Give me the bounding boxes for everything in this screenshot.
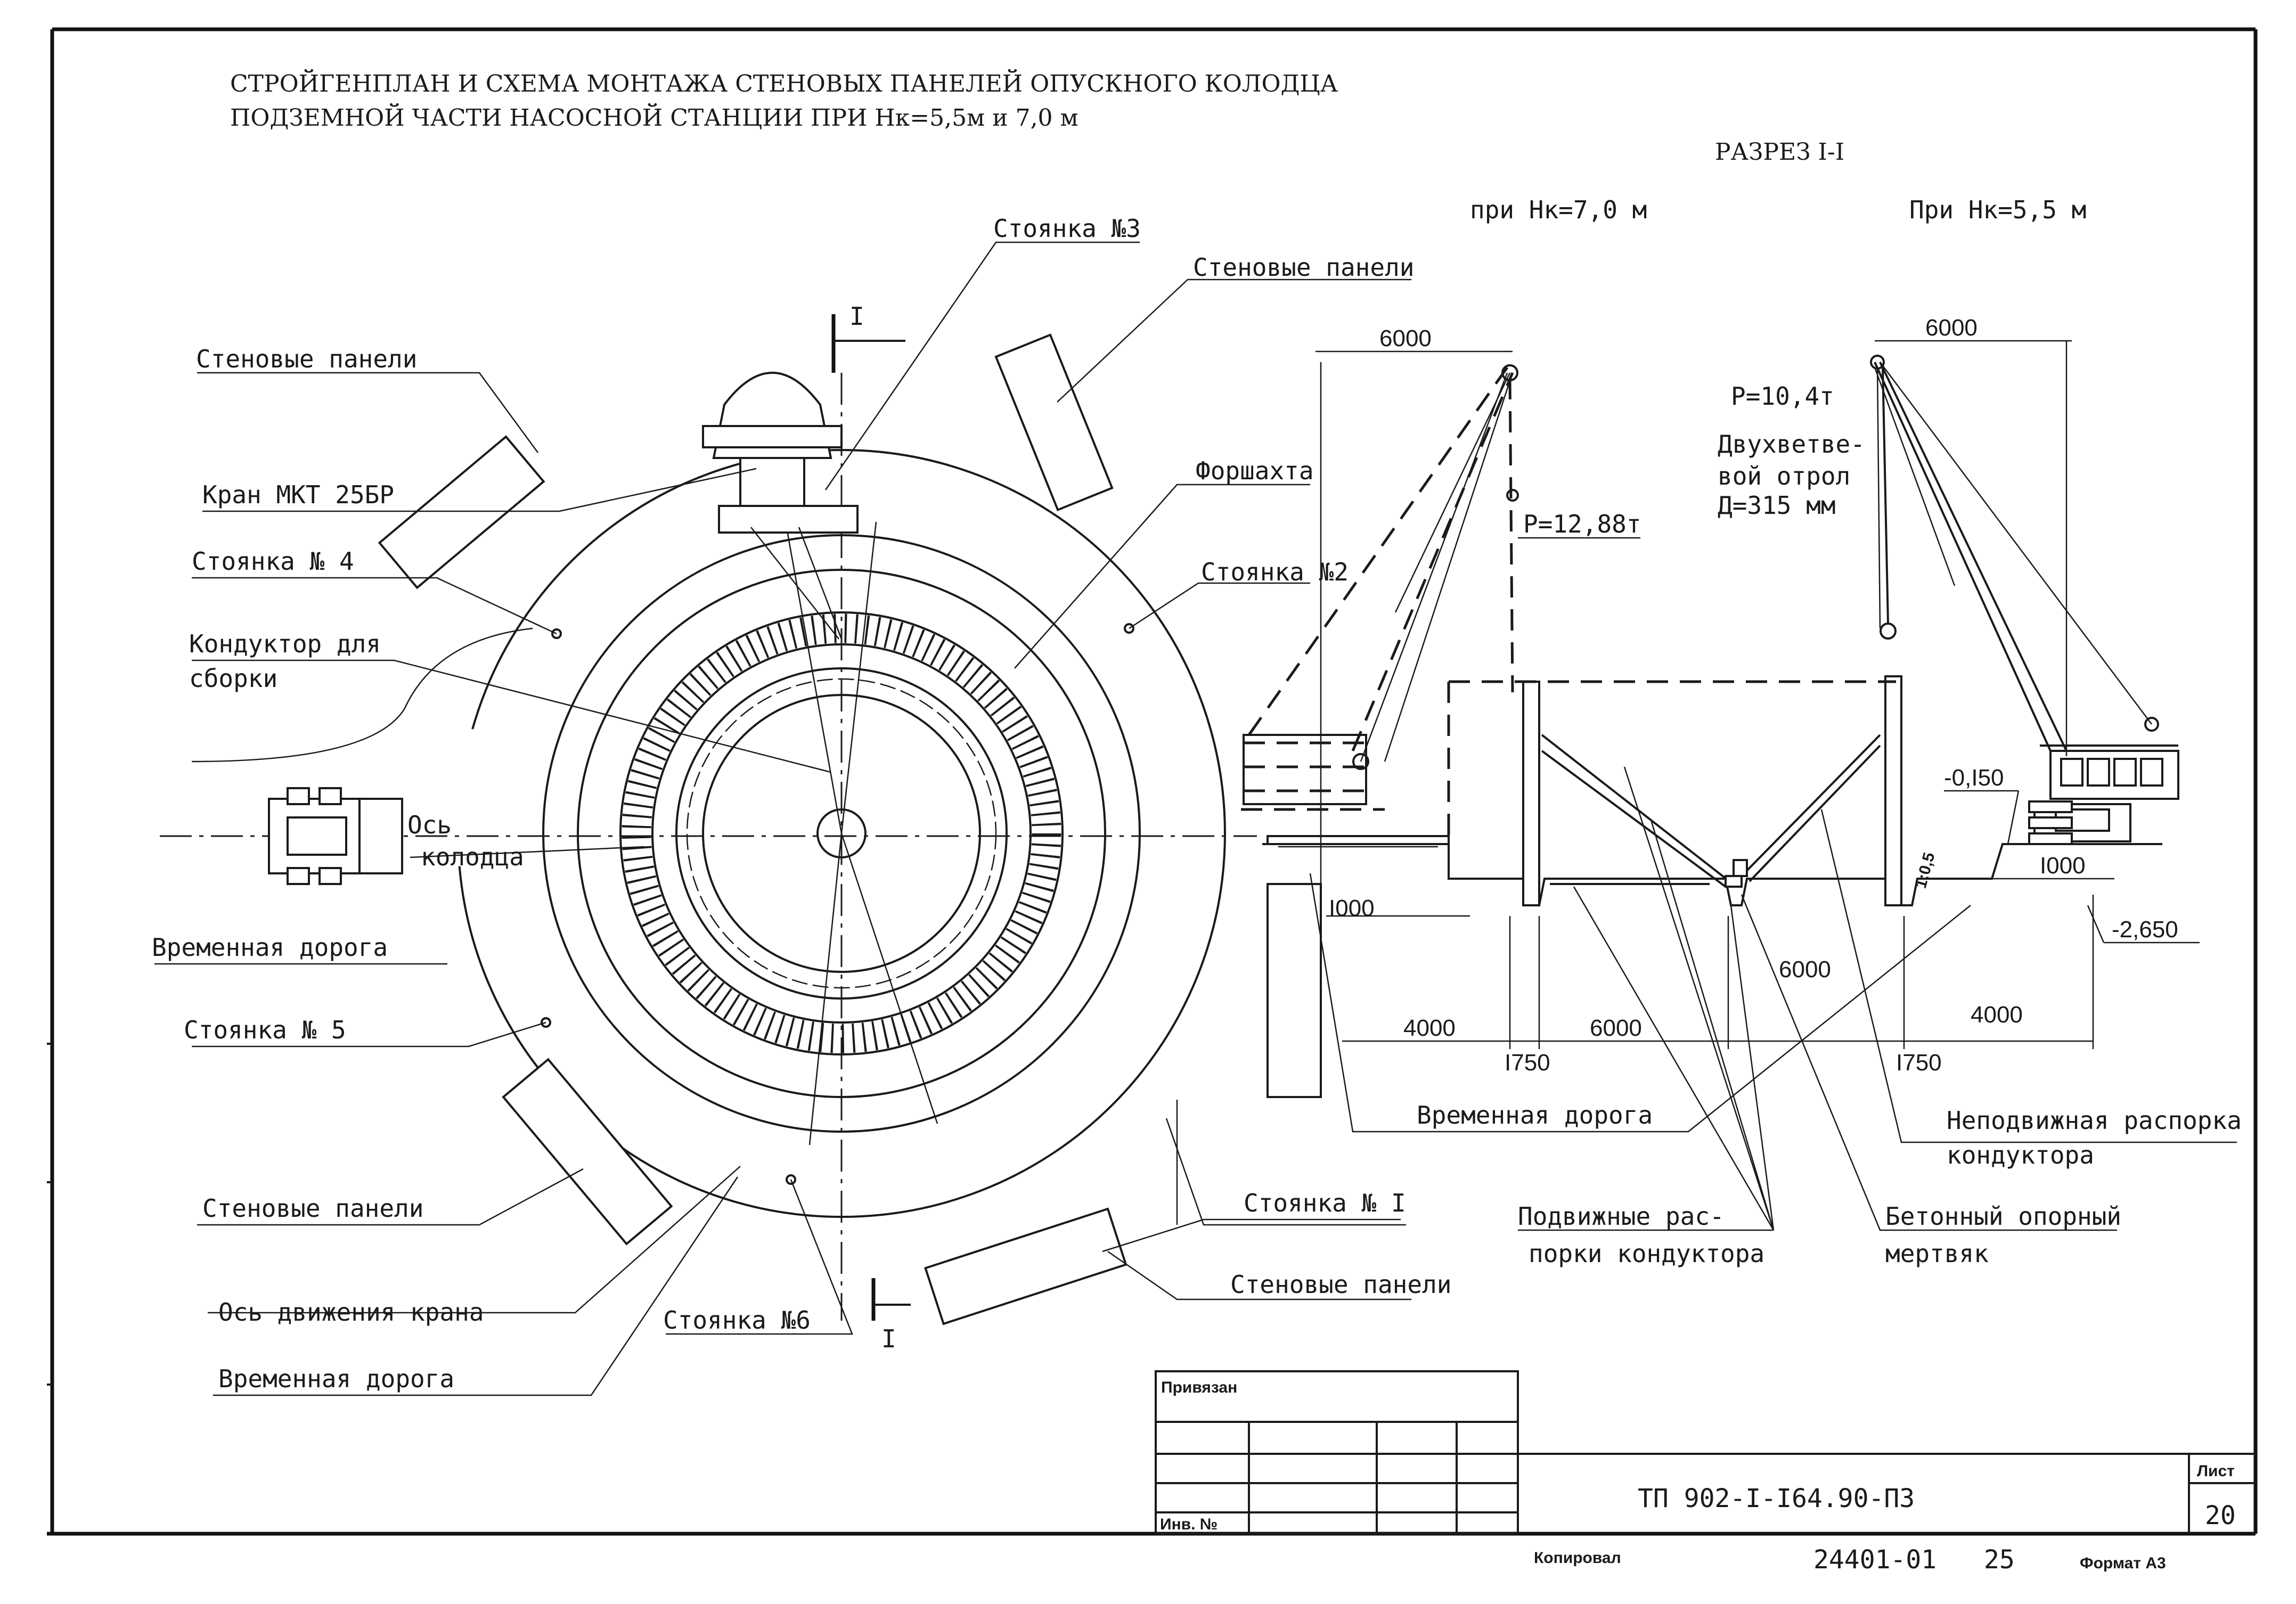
tb-archive-no: 24401-01 (1813, 1545, 1937, 1575)
section-view: РАЗРЕЗ I-I при Нк=7,0 м При Нк=5,5 м (1241, 138, 2242, 1268)
label-os-dvizheniya: Ось движения крана (218, 1298, 484, 1327)
label-os-kolodtsa-1: Ось (407, 811, 452, 839)
crane-mkt25br (702, 372, 859, 640)
section-crane-left (1241, 364, 1519, 845)
label-vremennaya-doroga-left: Временная дорога (152, 933, 388, 962)
label-forshakhta: Форшахта (1196, 456, 1314, 485)
dim-1000-left: I000 (1329, 895, 1375, 921)
label-betonny-1: Бетонный опорный (1885, 1202, 2121, 1231)
label-stoyanka6: Стоянка №6 (663, 1306, 811, 1335)
label-stoyanka1: Стоянка № I (1244, 1189, 1406, 1217)
label-vremennaya-doroga-section: Временная дорога (1417, 1101, 1653, 1130)
level-bottom: -2,650 (2112, 916, 2178, 943)
dim-6000-bottom: 6000 (1590, 1015, 1642, 1041)
label-podvizhnye-2: порки кондуктора (1529, 1239, 1764, 1268)
label-load-right: Р=10,4т (1731, 382, 1834, 411)
site-plan: I I Стоянка №3 Стеновые панели Стеновые … (152, 214, 1451, 1396)
label-podvizhnye-1: Подвижные рас- (1518, 1202, 1725, 1231)
tb-archive-sub: 25 (1984, 1545, 2015, 1575)
dim-1000-right: I000 (2040, 853, 2086, 879)
panel-stack-top-right (994, 333, 1114, 512)
label-block-3: Д=315 мм (1718, 491, 1836, 520)
label-load-left: Р=12,88т (1523, 510, 1641, 538)
label-stenovye-top-left: Стеновые панели (196, 345, 417, 373)
section-case-left: при Нк=7,0 м (1470, 195, 1647, 224)
label-konduktor-2: сборки (189, 664, 277, 693)
tb-code: ТП 902-I-I64.90-ПЗ (1638, 1484, 1915, 1513)
level-top: -0,I50 (1944, 765, 2004, 791)
dim-1750-left: I750 (1505, 1050, 1550, 1076)
section-case-right: При Нк=5,5 м (1909, 195, 2086, 224)
panel-stack-top-left (378, 435, 545, 590)
label-stenovye-top-right: Стеновые панели (1193, 253, 1414, 282)
label-block-2: вой отрол (1718, 462, 1850, 490)
dim-4000-left: 4000 (1403, 1015, 1456, 1041)
label-os-kolodtsa-2: колодца (421, 842, 524, 871)
tb-list-label: Лист (2197, 1462, 2235, 1480)
forshakhta-hatch (622, 613, 1061, 1053)
crane-at-axis (268, 787, 403, 885)
sheet-frame (47, 27, 2258, 1536)
title-block: Привязан Инв. № ТП 902-I-I64.90-ПЗ Лист … (1155, 1370, 2256, 1575)
section-mark-top: I (849, 302, 864, 331)
label-stoyanka2: Стоянка №2 (1201, 558, 1349, 586)
panel-stack-bottom-right (924, 1207, 1127, 1325)
dim-4000-right: 4000 (1971, 1002, 2023, 1028)
section-mark-bottom: I (881, 1324, 896, 1353)
tb-privyazan: Привязан (1161, 1379, 1237, 1396)
drawing-title-line1: СТРОЙГЕНПЛАН И СХЕМА МОНТАЖА СТЕНОВЫХ ПА… (230, 69, 1338, 97)
well-wall-right (1884, 675, 1902, 906)
label-stenovye-bottom-left: Стеновые панели (202, 1194, 423, 1223)
label-betonny-2: мертвяк (1885, 1239, 1989, 1268)
section-title: РАЗРЕЗ I-I (1715, 138, 1844, 166)
slope-label: 1:0,5 (1912, 850, 1939, 890)
label-stoyanka5: Стоянка № 5 (184, 1016, 346, 1044)
label-stoyanka4: Стоянка № 4 (192, 547, 354, 576)
label-konduktor-1: Кондуктор для (189, 629, 381, 658)
label-stoyanka3: Стоянка №3 (993, 214, 1141, 243)
label-nepodvizhnaya-2: кондуктора (1947, 1141, 2094, 1169)
label-kran: Кран МКТ 25БР (202, 480, 394, 509)
drawing-title-line2: ПОДЗЕМНОЙ ЧАСТИ НАСОСНОЙ СТАНЦИИ ПРИ Нк=… (230, 103, 1078, 132)
label-vremennaya-doroga-bottom: Временная дорога (218, 1364, 454, 1393)
section-crane-right (1870, 355, 2179, 845)
well-wall-left (1522, 681, 1540, 906)
label-block-1: Двухветве- (1718, 430, 1865, 459)
dim-6000-left: 6000 (1379, 325, 1432, 351)
section-dimensions: 6000 6000 I000 I000 4000 6000 6000 4000 … (1315, 315, 2200, 1076)
dim-6000-mid: 6000 (1779, 956, 1831, 983)
tb-inv-no: Инв. № (1160, 1516, 1218, 1533)
tb-list-number: 20 (2205, 1501, 2236, 1531)
panel-stack-right (1267, 883, 1322, 1098)
dim-1750-right: I750 (1896, 1050, 1942, 1076)
panel-stack-bottom-left (502, 1058, 673, 1246)
label-nepodvizhnaya-1: Неподвижная распорка (1947, 1106, 2242, 1135)
label-stenovye-bottom-right: Стеновые панели (1230, 1270, 1451, 1299)
tb-kopiroval: Копировал (1534, 1549, 1621, 1567)
dim-6000-right: 6000 (1925, 315, 1978, 341)
tb-format: Формат А3 (2080, 1554, 2166, 1572)
